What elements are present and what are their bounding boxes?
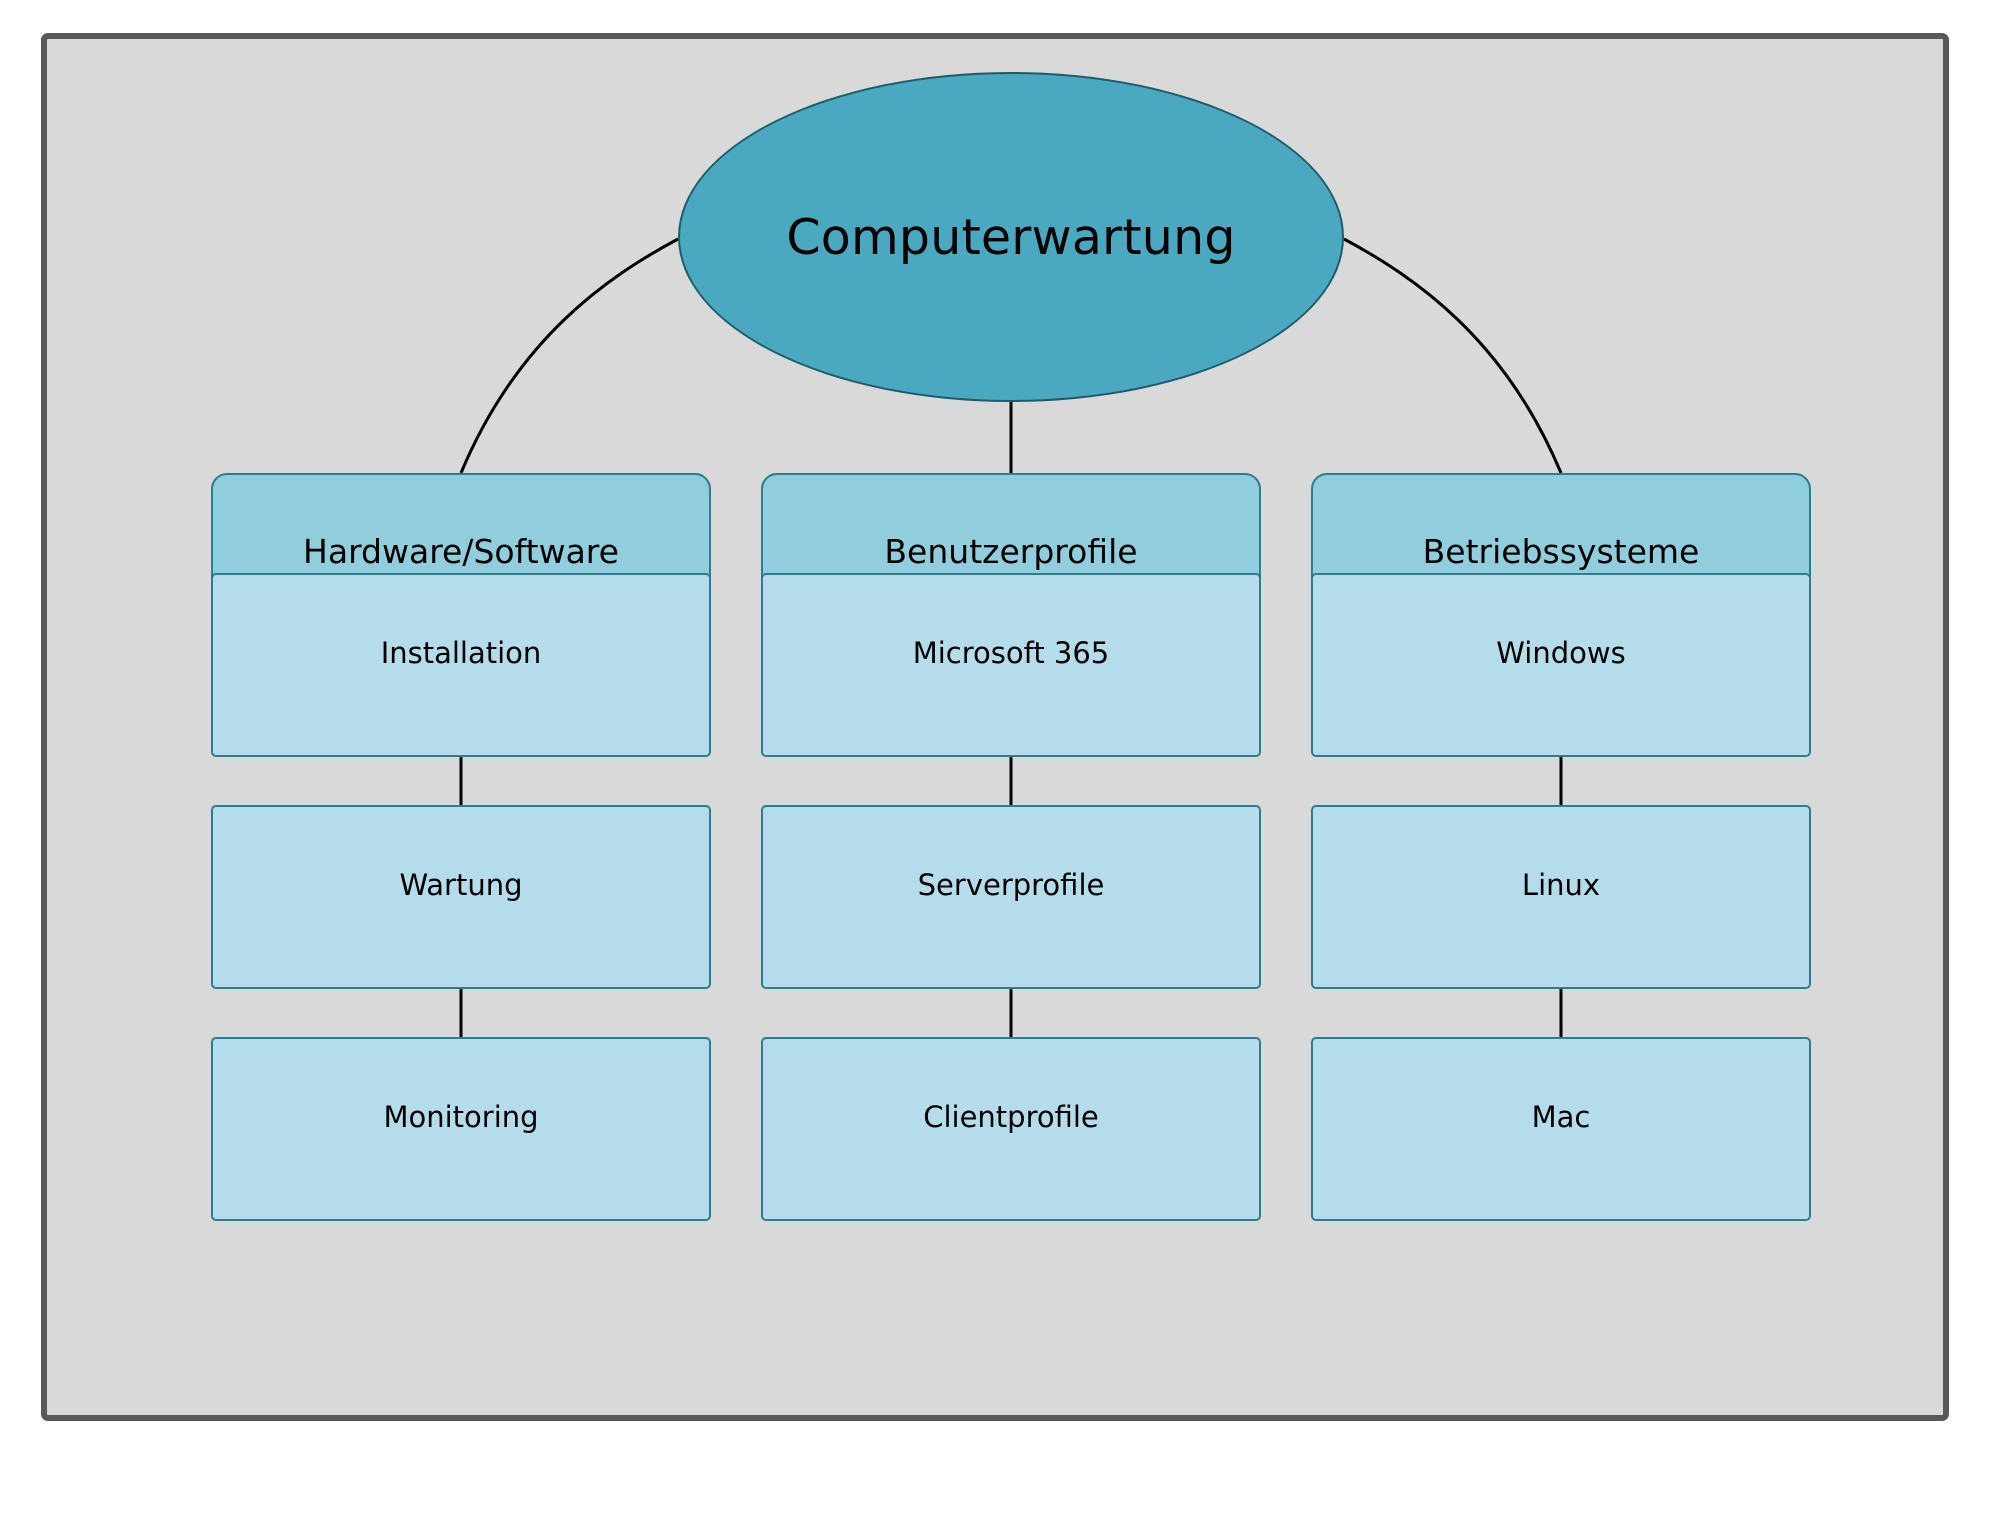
leaf-node-mac[interactable]: Mac	[1311, 1037, 1811, 1221]
leaf-node-serverprofile[interactable]: Serverprofile	[761, 805, 1261, 989]
leaf-node-label: Mac	[1531, 1100, 1591, 1134]
leaf-node-label: Microsoft 365	[912, 636, 1110, 670]
branch-node-label: Benutzerprofile	[884, 532, 1138, 571]
leaf-node-wartung[interactable]: Wartung	[211, 805, 711, 989]
branch-node-label: Hardware/Software	[303, 532, 619, 571]
leaf-node-windows[interactable]: Windows	[1311, 573, 1811, 757]
root-node-label: Computerwartung	[786, 208, 1236, 266]
leaf-node-label: Linux	[1521, 868, 1601, 902]
leaf-node-clientprofile[interactable]: Clientprofile	[761, 1037, 1261, 1221]
leaf-node-linux[interactable]: Linux	[1311, 805, 1811, 989]
diagram-canvas: Computerwartung Hardware/Software Instal…	[47, 39, 1943, 1415]
leaf-node-label: Clientprofile	[923, 1100, 1099, 1134]
root-node-computerwartung[interactable]: Computerwartung	[678, 72, 1344, 402]
leaf-node-label: Serverprofile	[917, 868, 1105, 902]
leaf-node-microsoft-365[interactable]: Microsoft 365	[761, 573, 1261, 757]
diagram-frame: Computerwartung Hardware/Software Instal…	[41, 33, 1949, 1421]
leaf-node-label: Installation	[380, 636, 542, 670]
connector-root-to-branch-2	[1343, 237, 1563, 474]
leaf-node-monitoring[interactable]: Monitoring	[211, 1037, 711, 1221]
leaf-node-installation[interactable]: Installation	[211, 573, 711, 757]
leaf-node-label: Windows	[1496, 636, 1626, 670]
leaf-node-label: Monitoring	[383, 1100, 539, 1134]
connector-root-to-branch-0	[459, 237, 679, 474]
branch-node-label: Betriebssysteme	[1422, 532, 1700, 571]
leaf-node-label: Wartung	[399, 868, 523, 902]
